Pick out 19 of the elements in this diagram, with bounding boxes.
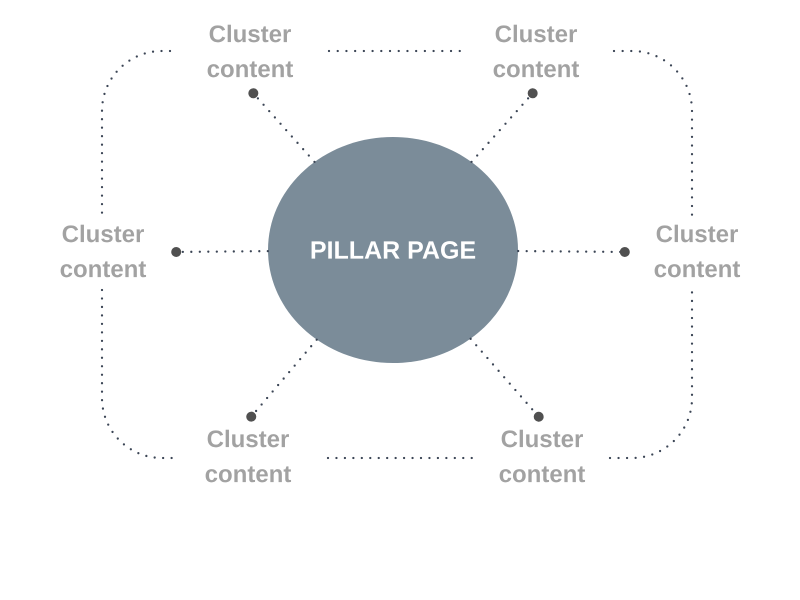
topic-label: Cluster content (208, 24, 294, 78)
ellipse-node: PILLAR PAGE (268, 137, 518, 363)
connector-line (326, 456, 474, 460)
topic-label: Cluster content (60, 224, 146, 278)
topic-label: Cluster content (500, 430, 586, 482)
connector-line (517, 246, 630, 257)
connector-line (100, 288, 174, 460)
topic-label: Cluster content (206, 430, 292, 482)
topic-label: Cluster content (494, 24, 580, 78)
connector-line (612, 50, 694, 216)
connector-line (328, 50, 462, 52)
topic-label: Cluster content (654, 224, 740, 278)
connector-line (171, 246, 269, 257)
connector-line (248, 88, 316, 164)
connector-line (469, 338, 544, 422)
connector-line (246, 338, 318, 422)
connector-line (608, 290, 694, 460)
connector-line (470, 88, 538, 164)
connector-line (100, 50, 172, 214)
